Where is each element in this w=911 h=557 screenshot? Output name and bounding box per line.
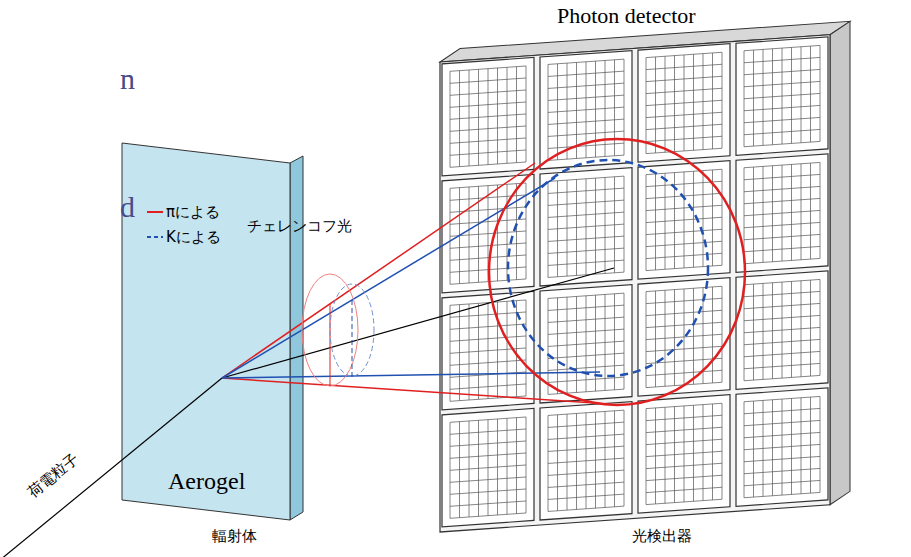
detector-module: [736, 37, 828, 155]
module-frame: [638, 395, 730, 513]
pixel-grid: [646, 169, 722, 270]
kaon-ring: [508, 160, 708, 376]
detector-module: [736, 271, 828, 389]
legend-sample: [146, 231, 164, 243]
particle-track: [222, 268, 614, 378]
pixel-grid: [548, 293, 624, 394]
legend-sample: [146, 206, 164, 218]
pixel-grid: [744, 396, 820, 497]
pixel-grid: [450, 66, 526, 167]
legend-entry: πによる: [146, 204, 220, 221]
kaon-cone-section: [352, 300, 353, 378]
module-frame: [540, 402, 632, 520]
part-name: Aerogel: [168, 468, 245, 494]
pixel-grid: [450, 417, 526, 518]
part-name: 輻射体: [212, 528, 257, 545]
detector-module: [638, 161, 730, 279]
kaon-cone: [222, 372, 600, 378]
module-frame: [638, 161, 730, 279]
cut-off-text: n: [120, 62, 135, 95]
detector-module: [540, 168, 632, 286]
legend-line: [147, 211, 163, 213]
pixel-grid: [646, 403, 722, 504]
detector-module: [442, 291, 534, 409]
pixel-grid: [744, 279, 820, 380]
detector-module: [638, 395, 730, 513]
module-frame: [540, 168, 632, 286]
pixel-grid: [548, 410, 624, 511]
detector-module: [736, 388, 828, 506]
detector-module: [442, 408, 534, 526]
module-frame: [736, 271, 828, 389]
legend-line: [147, 236, 163, 238]
detector-module: [540, 402, 632, 520]
detector-side: [830, 21, 850, 504]
cut-off-text: d: [120, 190, 135, 223]
module-frame: [442, 291, 534, 409]
module-frame: [442, 408, 534, 526]
pixel-grid: [744, 45, 820, 146]
legend-entry: Kによる: [146, 229, 221, 246]
aerogel-side: [290, 156, 303, 520]
module-frame: [736, 154, 828, 272]
detector-module: [736, 154, 828, 272]
pixel-grid: [548, 176, 624, 277]
part-name: Photon detector: [557, 4, 696, 28]
part-name: 光検出器: [632, 528, 692, 545]
pixel-grid: [646, 286, 722, 387]
module-frame: [540, 51, 632, 169]
kaon-cone-section: [330, 284, 374, 376]
detector-module: [638, 278, 730, 396]
module-frame: [638, 278, 730, 396]
aerogel-radiator: [122, 143, 290, 520]
legend-text: Kによる: [166, 229, 221, 246]
module-frame: [736, 37, 828, 155]
pion-cone-section: [302, 274, 358, 386]
pion-ring: [489, 139, 745, 405]
light-label: チェレンコフ光: [247, 218, 352, 235]
module-frame: [442, 57, 534, 175]
pixel-grid: [744, 162, 820, 263]
pion-cone: [222, 378, 610, 404]
detector-module: [540, 51, 632, 169]
pion-cone-section: [330, 304, 331, 386]
detector-module: [442, 57, 534, 175]
detector-face: [440, 35, 830, 532]
detector-module: [540, 285, 632, 403]
pixel-grid: [646, 52, 722, 153]
module-frame: [540, 285, 632, 403]
particle-label: 荷電粒子: [25, 450, 82, 501]
particle-track: [0, 378, 222, 557]
legend-text: πによる: [166, 204, 220, 221]
module-frame: [736, 388, 828, 506]
photon-detector: [440, 21, 850, 532]
pixel-grid: [548, 59, 624, 160]
